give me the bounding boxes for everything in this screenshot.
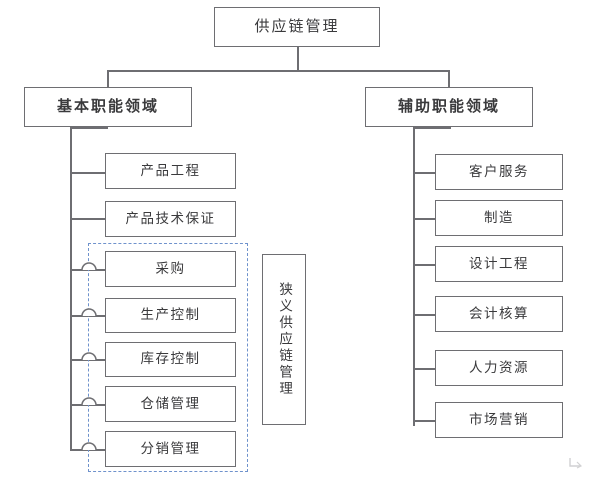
connector-auxiliary-trunk — [413, 127, 415, 426]
connector-root-stem — [297, 46, 299, 70]
connector-basic-rung-1 — [70, 172, 106, 174]
node-marketing[interactable]: 市场营销 — [435, 402, 563, 438]
connector-basic-rung-7 — [70, 449, 106, 451]
connector-auxiliary-rung-1 — [413, 172, 437, 174]
node-production-control[interactable]: 生产控制 — [105, 298, 236, 333]
node-label: 产品工程 — [140, 162, 201, 178]
connector-basic-trunk — [70, 127, 72, 450]
node-label: 仓储管理 — [140, 395, 201, 411]
node-human-resources[interactable]: 人力资源 — [435, 350, 563, 386]
node-label: 客户服务 — [469, 163, 529, 179]
node-auxiliary-functional-areas[interactable]: 辅助职能领域 — [365, 87, 533, 127]
node-distribution-management[interactable]: 分销管理 — [105, 431, 236, 467]
node-label: 辅助职能领域 — [397, 98, 500, 115]
connector-auxiliary-drop — [448, 70, 450, 87]
node-root[interactable]: 供应链管理 — [214, 7, 380, 47]
connector-auxiliary-rung-3 — [413, 264, 437, 266]
node-product-technical-assurance[interactable]: 产品技术保证 — [105, 201, 236, 237]
node-product-engineering[interactable]: 产品工程 — [105, 153, 236, 189]
connector-basic-trunk-top — [70, 127, 108, 129]
connector-basic-rung-6 — [70, 404, 106, 406]
connector-auxiliary-trunk-top — [413, 127, 451, 129]
node-basic-functional-areas[interactable]: 基本职能领域 — [24, 87, 192, 127]
node-label: 会计核算 — [469, 305, 529, 321]
node-customer-service[interactable]: 客户服务 — [435, 154, 563, 190]
connector-basic-rung-3 — [70, 269, 106, 271]
node-label: 设计工程 — [469, 255, 529, 271]
node-label: 分销管理 — [140, 440, 201, 456]
node-inventory-control[interactable]: 库存控制 — [105, 342, 236, 377]
node-label: 采购 — [155, 260, 186, 276]
connector-auxiliary-rung-5 — [413, 368, 437, 370]
node-manufacturing[interactable]: 制造 — [435, 200, 563, 236]
annotation-narrow-supply-chain-management[interactable]: 狭义供应链管理 — [262, 254, 306, 425]
node-design-engineering[interactable]: 设计工程 — [435, 246, 563, 282]
connector-basic-rung-4 — [70, 315, 106, 317]
node-label: 产品技术保证 — [125, 210, 216, 226]
node-label: 供应链管理 — [254, 18, 340, 35]
node-label: 生产控制 — [140, 307, 201, 323]
node-accounting[interactable]: 会计核算 — [435, 296, 563, 332]
connector-auxiliary-rung-6 — [413, 420, 437, 422]
connector-basic-drop — [107, 70, 109, 87]
connector-auxiliary-rung-2 — [413, 218, 437, 220]
connector-basic-rung-5 — [70, 359, 106, 361]
node-label: 制造 — [484, 209, 514, 225]
node-warehouse-management[interactable]: 仓储管理 — [105, 386, 236, 422]
connector-basic-rung-2 — [70, 218, 106, 220]
connector-root-bar — [107, 70, 449, 72]
node-label: 基本职能领域 — [56, 98, 159, 115]
node-label: 人力资源 — [469, 359, 529, 375]
node-procurement[interactable]: 采购 — [105, 251, 236, 287]
crop-mark-icon — [569, 458, 583, 469]
node-label: 市场营销 — [469, 411, 529, 427]
connector-auxiliary-rung-4 — [413, 314, 437, 316]
node-label: 库存控制 — [140, 351, 201, 367]
annotation-label: 狭义供应链管理 — [277, 281, 293, 398]
